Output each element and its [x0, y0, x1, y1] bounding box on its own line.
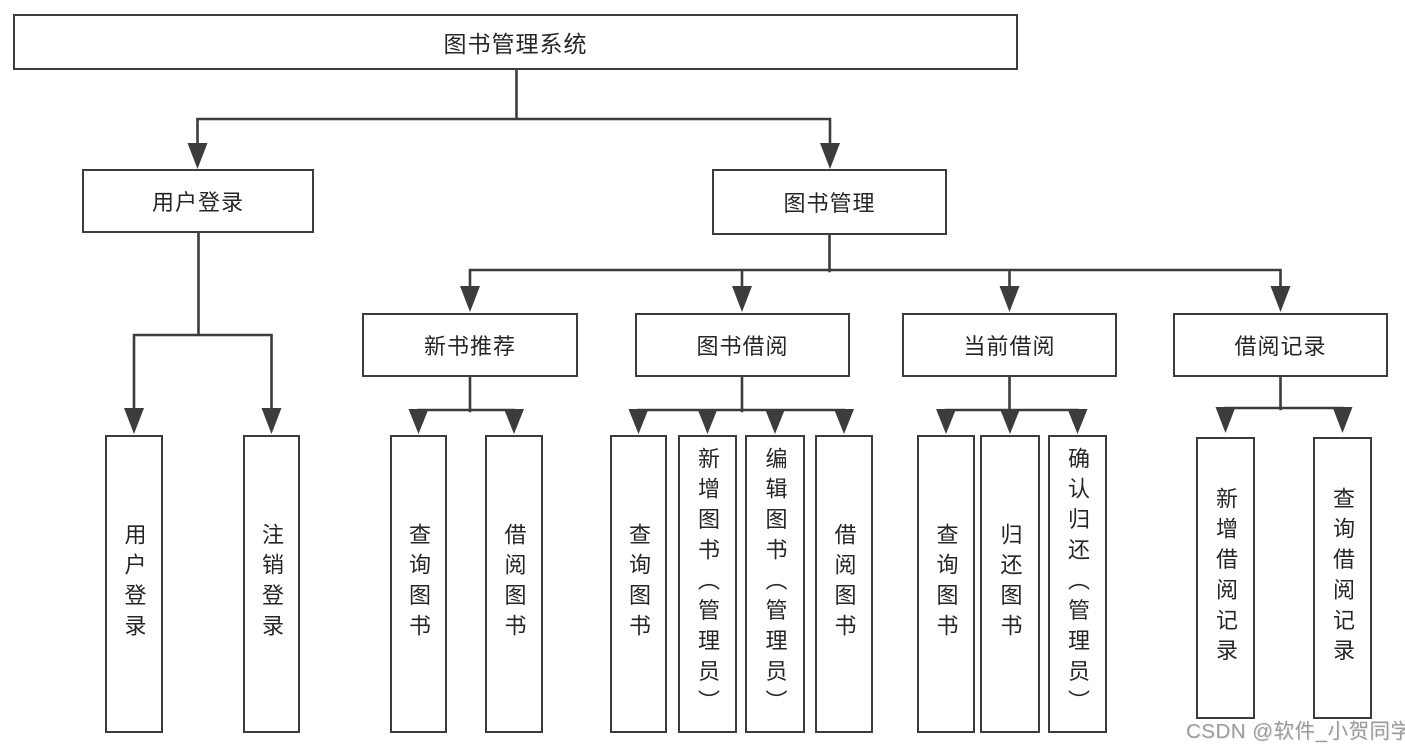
- node-book-borrow: 图书借阅: [635, 313, 850, 377]
- leaf-bb-edit-book-admin: 编辑图书（管理员）: [745, 435, 805, 733]
- node-user-login-group: 用户登录: [82, 169, 314, 233]
- leaf-br-add-record: 新增借阅记录: [1196, 437, 1255, 719]
- watermark: CSDN @软件_小贺同学: [1186, 720, 1405, 743]
- node-borrow-record-label: 借阅记录: [1234, 334, 1327, 359]
- leaf-cb-query-book: 查询图书: [917, 435, 975, 733]
- leaf-rec-borrow-book-label: 借阅图书: [501, 523, 527, 645]
- node-book-management: 图书管理: [712, 169, 947, 235]
- leaf-user-login-label: 用户登录: [121, 523, 147, 645]
- leaf-bb-query-book-label: 查询图书: [626, 523, 652, 645]
- leaf-rec-query-book: 查询图书: [390, 435, 447, 733]
- leaf-br-query-record-label: 查询借阅记录: [1330, 486, 1356, 670]
- leaf-bb-add-book-admin-label: 新增图书（管理员）: [695, 447, 721, 721]
- node-root-system: 图书管理系统: [13, 14, 1018, 70]
- node-current-borrow: 当前借阅: [902, 313, 1117, 377]
- node-user-login-group-label: 用户登录: [151, 190, 244, 215]
- leaf-user-login: 用户登录: [105, 435, 163, 733]
- leaf-bb-borrow-book: 借阅图书: [815, 435, 873, 733]
- node-book-management-label: 图书管理: [783, 191, 876, 216]
- leaf-logout: 注销登录: [243, 435, 300, 733]
- leaf-cb-confirm-return-admin: 确认归还（管理员）: [1048, 435, 1107, 733]
- leaf-bb-edit-book-admin-label: 编辑图书（管理员）: [762, 447, 788, 721]
- leaf-cb-confirm-return-admin-label: 确认归还（管理员）: [1065, 447, 1091, 721]
- leaf-logout-label: 注销登录: [259, 523, 285, 645]
- leaf-cb-return-book-label: 归还图书: [997, 523, 1023, 645]
- node-root-label: 图书管理系统: [443, 31, 588, 57]
- node-new-book-recommend-label: 新书推荐: [423, 334, 516, 359]
- leaf-br-add-record-label: 新增借阅记录: [1213, 486, 1239, 670]
- node-current-borrow-label: 当前借阅: [963, 334, 1056, 359]
- leaf-bb-query-book: 查询图书: [610, 435, 667, 733]
- leaf-br-query-record: 查询借阅记录: [1313, 437, 1372, 719]
- node-new-book-recommend: 新书推荐: [362, 313, 578, 377]
- leaf-bb-borrow-book-label: 借阅图书: [831, 523, 857, 645]
- leaf-cb-query-book-label: 查询图书: [933, 523, 959, 645]
- leaf-bb-add-book-admin: 新增图书（管理员）: [678, 435, 737, 733]
- leaf-rec-query-book-label: 查询图书: [406, 523, 432, 645]
- node-borrow-record: 借阅记录: [1173, 313, 1388, 377]
- leaf-cb-return-book: 归还图书: [980, 435, 1040, 733]
- node-book-borrow-label: 图书借阅: [696, 334, 789, 359]
- leaf-rec-borrow-book: 借阅图书: [485, 435, 543, 733]
